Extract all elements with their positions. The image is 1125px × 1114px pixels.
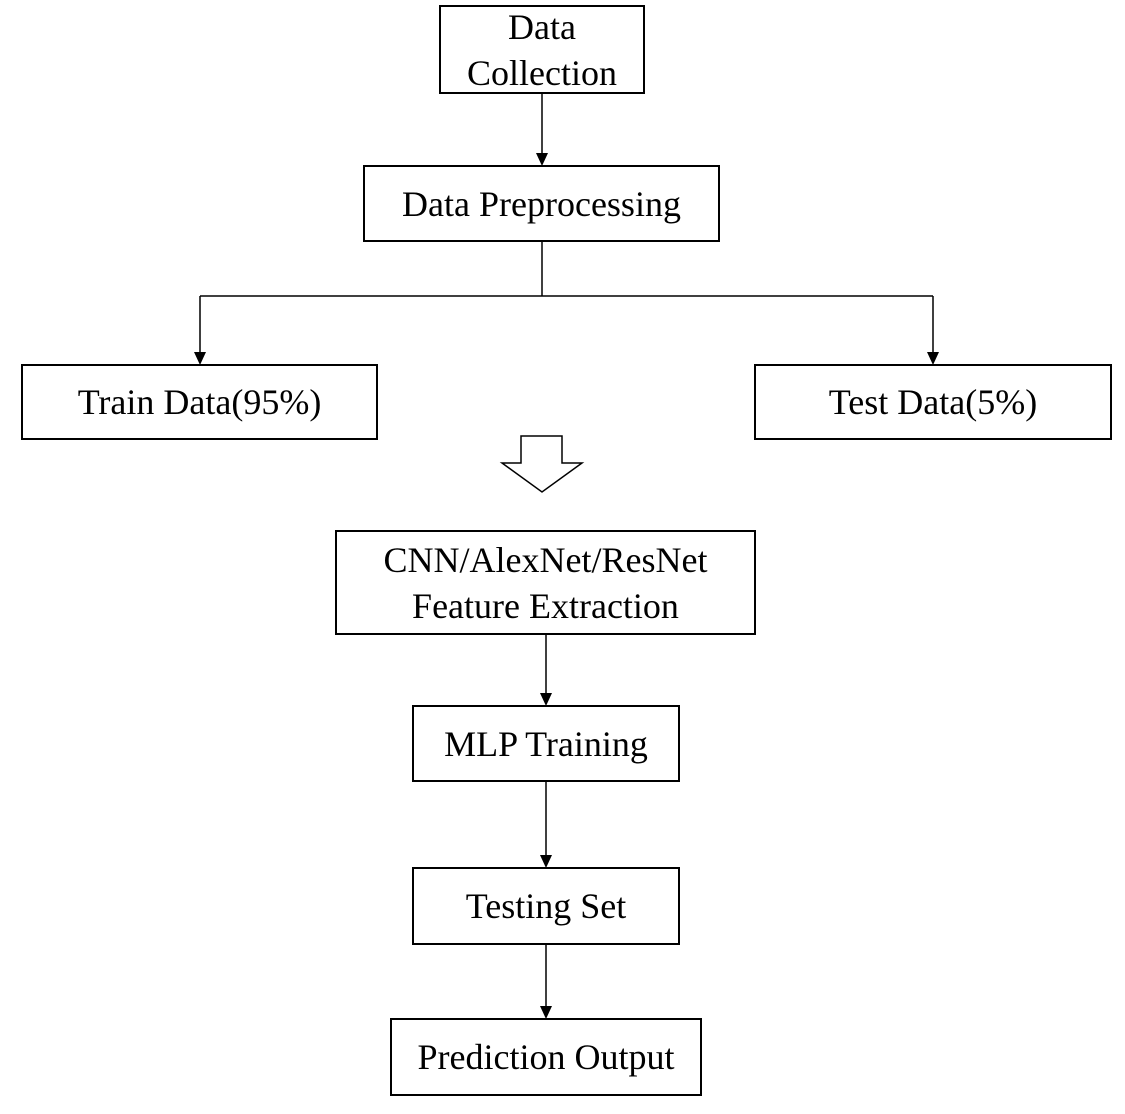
node-feature-extraction: CNN/AlexNet/ResNet Feature Extraction [335,530,756,635]
node-label-line1: CNN/AlexNet/ResNet [383,539,708,580]
node-train-data: Train Data(95%) [21,364,378,440]
node-label-line2: Feature Extraction [412,585,679,626]
node-label: Train Data(95%) [77,382,322,422]
node-test-data: Test Data(5%) [754,364,1112,440]
node-data-preprocessing: Data Preprocessing [363,165,720,242]
node-label-line1: Data [508,6,576,47]
node-label: Prediction Output [417,1037,675,1077]
arrowhead [927,352,939,365]
arrowhead [536,153,548,166]
node-label-line2: Collection [467,52,617,93]
node-label: Testing Set [465,886,627,926]
node-label: MLP Training [444,723,648,764]
node-data-collection: Data Collection [439,5,645,94]
node-label: Test Data(5%) [828,382,1038,422]
hollow-down-arrow-icon [499,435,585,493]
arrowhead [194,352,206,365]
arrowhead [540,693,552,706]
arrowhead [540,855,552,868]
arrowhead [540,1006,552,1019]
node-label: Data Preprocessing [402,183,681,224]
node-prediction-output: Prediction Output [390,1018,702,1096]
node-testing-set: Testing Set [412,867,680,945]
node-mlp-training: MLP Training [412,705,680,782]
